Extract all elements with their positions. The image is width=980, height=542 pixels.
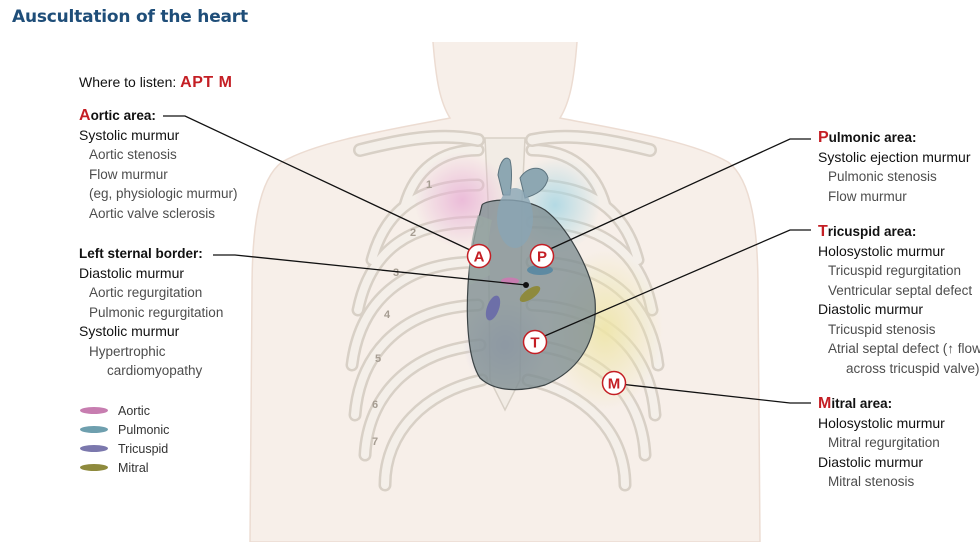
legend-swatch	[80, 445, 108, 452]
murmur-type: Holosystolic murmur	[818, 414, 945, 431]
legend-swatch	[80, 464, 108, 471]
condition-item: Atrial septal defect (↑ flow	[828, 341, 980, 356]
pulmonic-valve	[527, 265, 553, 275]
condition-item: Pulmonic stenosis	[828, 169, 937, 184]
heart	[466, 157, 596, 391]
condition-item: Pulmonic regurgitation	[89, 304, 224, 320]
murmur-type: Diastolic murmur	[818, 453, 924, 470]
mitral-valve	[519, 285, 541, 303]
condition-item: across tricuspid valve)	[846, 360, 980, 376]
pulmonic-area-heading: Pulmonic area:	[818, 129, 917, 146]
condition-item: cardiomyopathy	[107, 363, 203, 378]
mitral-area-heading: Mitral area:	[818, 395, 893, 412]
murmur-type: Diastolic murmur	[818, 301, 924, 317]
page-title: Auscultation of the heart	[12, 7, 248, 27]
rib-number-7: 7	[372, 436, 378, 448]
svg-text:T: T	[530, 335, 539, 352]
svg-text:P: P	[537, 249, 547, 266]
mnemonic: APT M	[180, 74, 233, 91]
where-label: Where to listen:	[79, 74, 177, 90]
legend-item-mitral: Mitral	[80, 458, 169, 477]
murmur-type: Systolic murmur	[79, 126, 180, 143]
condition-item: Hypertrophic	[89, 343, 166, 359]
clavicles	[353, 129, 657, 157]
murmur-type: Diastolic murmur	[79, 264, 185, 281]
rib-number-3: 3	[393, 267, 399, 279]
rib-number-4: 4	[384, 309, 391, 321]
legend-item-pulmonic: Pulmonic	[80, 420, 169, 439]
condition-item: Mitral stenosis	[828, 474, 915, 489]
murmur-type: Holosystolic murmur	[818, 242, 945, 259]
aortic-leader-line	[163, 115, 471, 251]
legend-label: Tricuspid	[118, 441, 169, 456]
lsb-heading: Left sternal border:	[79, 246, 203, 261]
where-to-listen: Where to listen: APT M	[79, 73, 232, 93]
legend: Aortic Pulmonic Tricuspid Mitral	[80, 401, 169, 477]
tricuspid-valve	[485, 295, 501, 321]
condition-item: Tricuspid stenosis	[828, 321, 936, 337]
lsb-leader-line	[213, 254, 527, 286]
legend-item-aortic: Aortic	[80, 401, 169, 420]
condition-item: Flow murmur	[89, 166, 168, 182]
rib-number-1: 1	[426, 179, 432, 191]
legend-swatch	[80, 407, 108, 414]
marker-tricuspid: T	[522, 329, 548, 355]
tricuspid-leader-line	[539, 229, 811, 339]
condition-item: Flow murmur	[828, 188, 907, 204]
aortic-area-heading: Aortic area:	[79, 107, 156, 124]
svg-text:M: M	[608, 376, 621, 393]
rib-number-2: 2	[410, 227, 416, 239]
murmur-type: Systolic ejection murmur	[818, 148, 971, 165]
lsb-point	[523, 282, 529, 288]
condition-item: Aortic valve sclerosis	[89, 205, 216, 221]
rib-number-5: 5	[375, 353, 381, 365]
marker-mitral: M	[601, 370, 627, 396]
legend-swatch	[80, 426, 108, 433]
condition-item: Mitral regurgitation	[828, 435, 940, 450]
condition-item: (eg, physiologic murmur)	[89, 186, 238, 201]
legend-item-tricuspid: Tricuspid	[80, 439, 169, 458]
legend-label: Aortic	[118, 403, 150, 418]
condition-item: Ventricular septal defect	[828, 282, 973, 298]
condition-item: Aortic stenosis	[89, 147, 177, 162]
condition-item: Aortic regurgitation	[89, 285, 203, 300]
murmur-type: Systolic murmur	[79, 323, 180, 339]
tricuspid-area-heading: Tricuspid area:	[818, 223, 917, 240]
marker-aortic: A	[466, 243, 492, 269]
marker-pulmonic: P	[529, 243, 555, 269]
svg-text:A: A	[474, 249, 485, 266]
condition-item: Tricuspid regurgitation	[828, 263, 962, 278]
pulmonic-leader-line	[547, 138, 811, 251]
legend-label: Pulmonic	[118, 422, 170, 437]
rib-number-6: 6	[372, 399, 378, 411]
legend-label: Mitral	[118, 460, 149, 475]
mitral-leader-line	[619, 383, 811, 404]
